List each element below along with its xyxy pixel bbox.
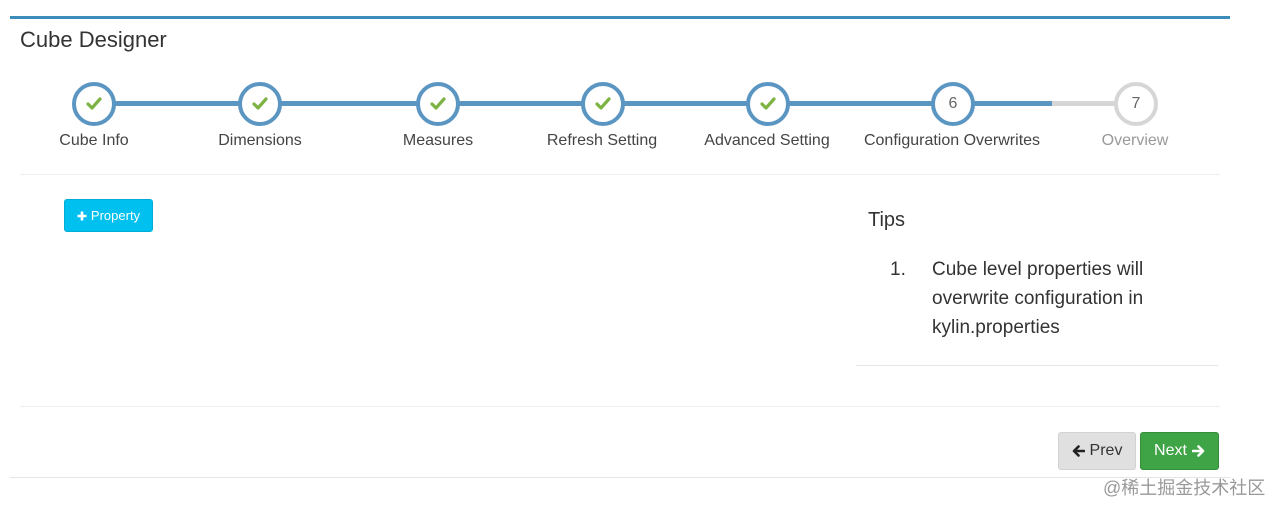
add-property-button[interactable]: Property [64, 199, 153, 232]
steps-divider [20, 174, 1220, 175]
step-3-circle[interactable] [416, 82, 460, 126]
step-3-label[interactable]: Measures [402, 132, 474, 149]
check-icon [252, 97, 268, 110]
tip-number: 1. [890, 259, 906, 280]
step-1-label[interactable]: Cube Info [59, 132, 129, 149]
step-7-circle[interactable]: 7 [1114, 82, 1158, 126]
step-6-label[interactable]: Configuration Overwrites [863, 132, 1041, 149]
wizard-progress-remaining [1052, 101, 1136, 106]
add-property-label: Property [90, 208, 141, 223]
check-icon [86, 97, 102, 110]
footer-divider [20, 406, 1220, 407]
watermark: @稀土掘金技术社区 [1103, 478, 1266, 498]
tip-text: Cube level properties will overwrite con… [932, 259, 1144, 338]
step-4-label[interactable]: Refresh Setting [546, 132, 658, 149]
page-title: Cube Designer [20, 27, 167, 52]
next-button[interactable]: Next [1140, 432, 1219, 470]
step-1-circle[interactable] [72, 82, 116, 126]
plus-icon [77, 211, 87, 220]
tips-panel: Tips 1. Cube level properties will overw… [856, 203, 1218, 366]
step-2-label[interactable]: Dimensions [218, 132, 302, 149]
step-7-number: 7 [1131, 95, 1141, 112]
check-icon [595, 97, 611, 110]
tips-list: 1. Cube level properties will overwrite … [890, 255, 1182, 342]
prev-button[interactable]: Prev [1058, 432, 1136, 470]
check-icon [760, 97, 776, 110]
step-4-circle[interactable] [581, 82, 625, 126]
wizard-progress-complete [94, 101, 1052, 106]
step-7-label[interactable]: Overview [1101, 132, 1169, 149]
step-5-label[interactable]: Advanced Setting [704, 132, 830, 149]
step-5-circle[interactable] [746, 82, 790, 126]
step-2-circle[interactable] [238, 82, 282, 126]
step-6-circle[interactable]: 6 [931, 82, 975, 126]
arrow-right-icon [1191, 445, 1205, 457]
check-icon [430, 97, 446, 110]
step-6-number: 6 [948, 95, 958, 112]
arrow-left-icon [1072, 445, 1085, 457]
prev-label: Prev [1089, 442, 1123, 459]
next-label: Next [1154, 442, 1187, 459]
tip-item: 1. Cube level properties will overwrite … [890, 255, 1182, 342]
cube-designer-panel: Cube Designer 6 7 Cube Info Dimensions M… [10, 16, 1230, 478]
tips-title: Tips [868, 209, 906, 231]
